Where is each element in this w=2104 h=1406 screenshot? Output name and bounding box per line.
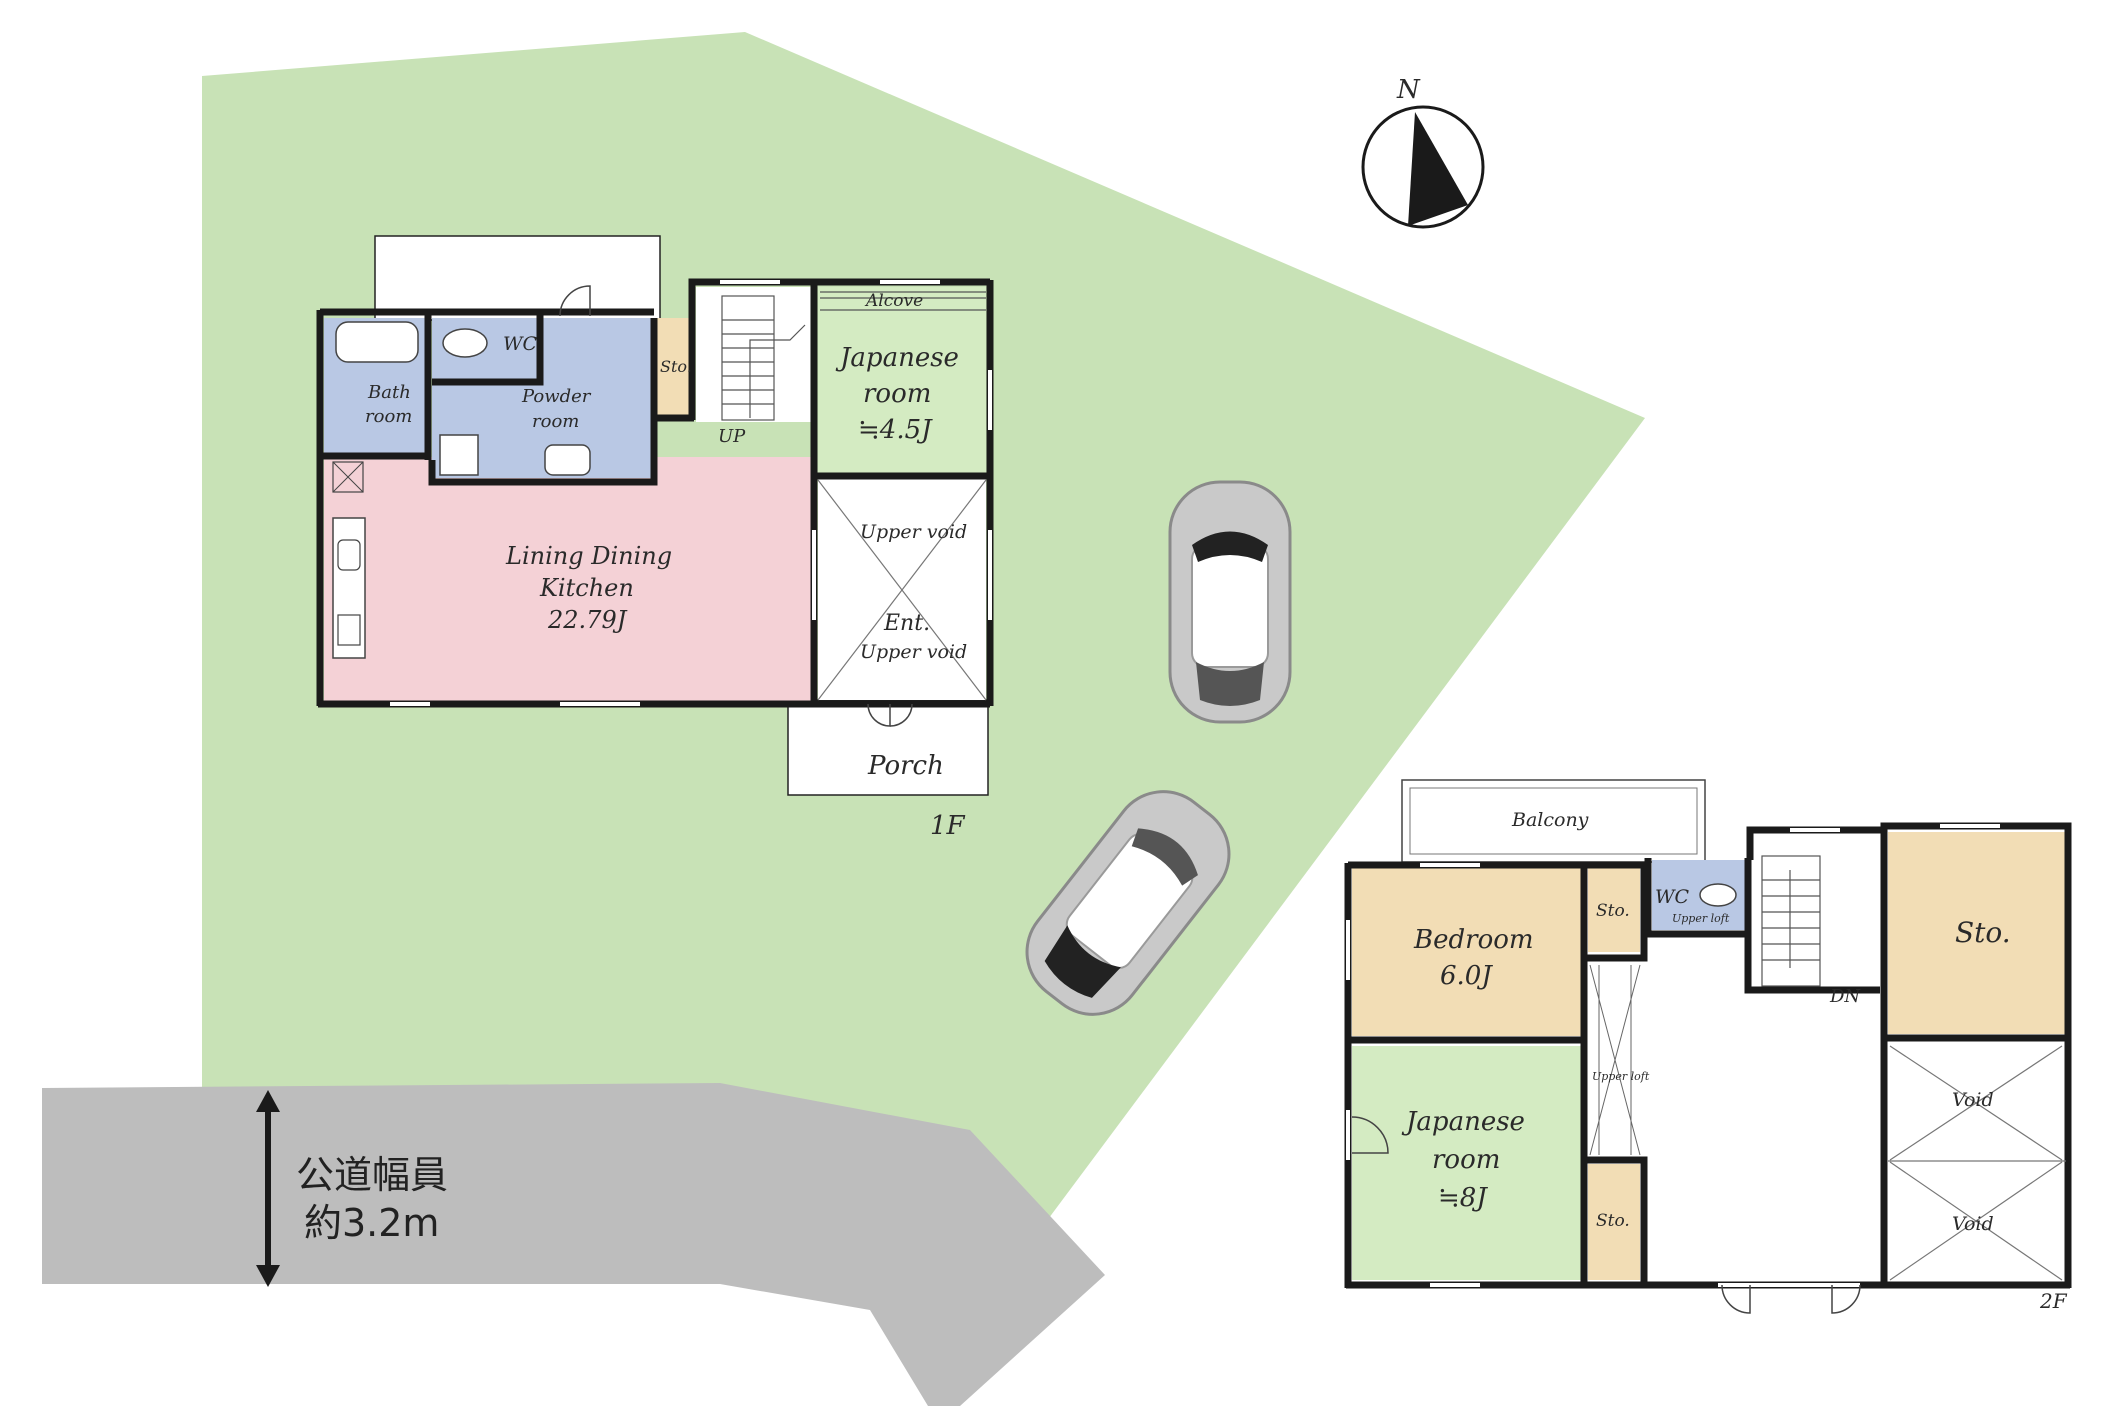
powder-label-line2: room [532, 411, 579, 432]
storage-top-label: Sto. [1596, 901, 1630, 921]
road-width-arrow [256, 1090, 280, 1287]
japanese-label-1f-line1: Japanese [835, 343, 959, 373]
north-compass [1361, 105, 1485, 229]
void-2f [1888, 1040, 2065, 1280]
japanese-label-2f-line1: Japanese [1401, 1107, 1525, 1137]
balcony-2f [1401, 779, 1706, 863]
stairs-down-label: DN [1829, 986, 1861, 1007]
bedroom-2f [1352, 868, 1582, 1036]
public-road [42, 1083, 1105, 1406]
hall-upper-loft-label: Upper loft [1592, 1070, 1650, 1083]
japanese-label-2f-area: ≒8J [1438, 1183, 1488, 1213]
japanese-label-2f-line2: room [1432, 1145, 1500, 1175]
void-bottom-label: Void [1952, 1213, 1994, 1235]
stairs-up-label: UP [718, 426, 746, 447]
floor1-plan [316, 235, 994, 796]
balcony-label: Balcony [1511, 809, 1589, 831]
bath-label-line1: Bath [367, 382, 411, 403]
ldk-label-area: 22.79J [547, 606, 628, 634]
road-width-value: 約3.2m [304, 1201, 439, 1245]
stairs-1f [696, 287, 814, 422]
road-width-title: 公道幅員 [296, 1153, 448, 1197]
japanese-label-1f-line2: room [863, 379, 931, 409]
bedroom-area-label: 6.0J [1440, 961, 1493, 991]
japanese-room-2f [1352, 1046, 1582, 1280]
void-top-label: Void [1952, 1089, 1994, 1111]
wc-upper-loft-label: Upper loft [1672, 912, 1730, 925]
bedroom-label: Bedroom [1413, 925, 1534, 955]
japanese-room-1f [818, 287, 986, 475]
car-2 [1025, 790, 1231, 1016]
storage-bottom-label: Sto. [1596, 1211, 1630, 1231]
stairs-2f [1750, 830, 1880, 990]
storage-large-2f [1888, 832, 2065, 1034]
porch-label: Porch [867, 751, 944, 781]
wc-label-1f: WC [503, 333, 538, 355]
ldk-label-line1: Lining Dining [505, 542, 672, 570]
bath-label-line2: room [365, 406, 412, 427]
ldk-room [324, 457, 814, 702]
floor2-plan [1344, 779, 2072, 1314]
floor2-label: 2F [2039, 1289, 2068, 1313]
storage-large-label: Sto. [1955, 916, 2011, 949]
compass-north-label: N [1396, 75, 1421, 105]
japanese-label-1f-area: ≒4.5J [858, 415, 933, 445]
entrance-label: Ent. [883, 611, 930, 636]
storage-1f [655, 318, 693, 418]
upper-void-label: Upper void [860, 521, 967, 543]
powder-label-line1: Powder [521, 386, 592, 407]
storage-label-1f: Sto. [660, 357, 692, 376]
entrance-void-label: Upper void [860, 641, 967, 663]
storage-small-bottom [1588, 1164, 1640, 1280]
car-1 [1168, 480, 1292, 724]
ldk-label-line2: Kitchen [539, 574, 634, 602]
alcove-label: Alcove [864, 291, 923, 311]
wc-label-2f: WC [1655, 886, 1690, 908]
storage-small-top [1588, 868, 1640, 952]
floor1-label: 1F [930, 811, 966, 841]
